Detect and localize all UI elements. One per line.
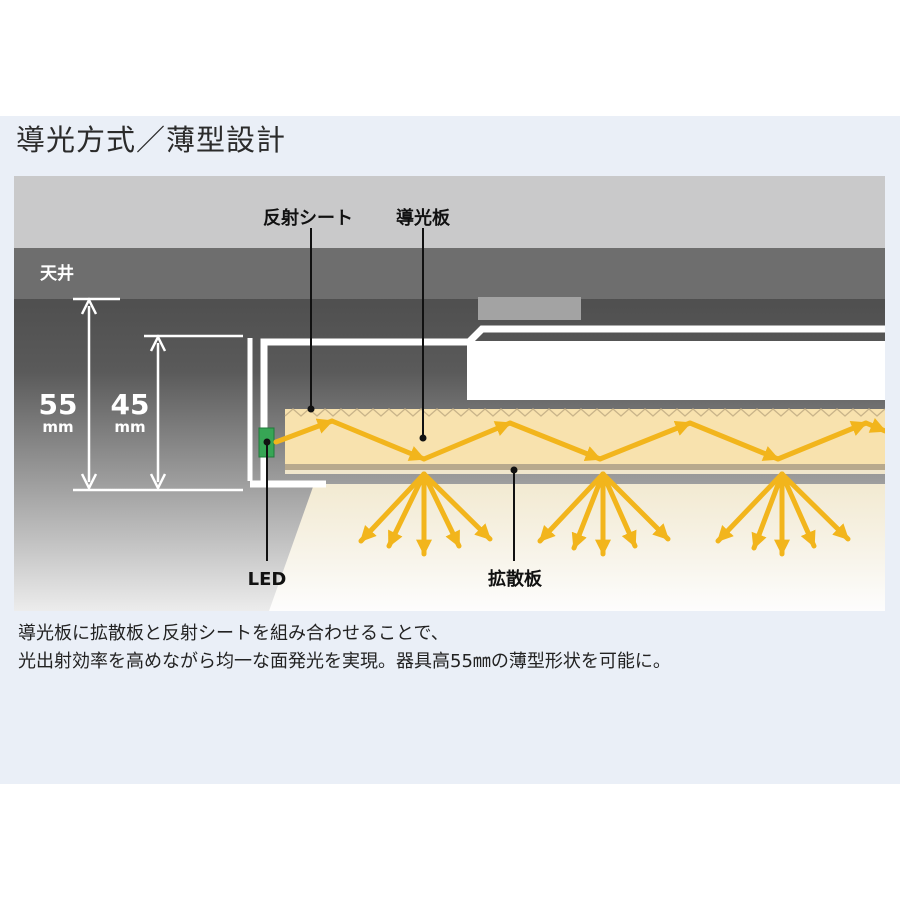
led-label: LED <box>248 569 287 590</box>
light-guide-label: 導光板 <box>396 207 451 229</box>
height-outer-unit: mm <box>42 418 73 436</box>
guide-reflection-arrows <box>273 418 885 462</box>
height-outer-value: 55 <box>39 388 78 421</box>
ceiling-band <box>14 248 885 299</box>
power-unit <box>467 341 885 400</box>
upper-band <box>14 176 885 248</box>
ceiling-label: 天井 <box>40 263 74 284</box>
ceiling-recess <box>478 297 581 320</box>
height-inner-unit: mm <box>114 418 145 436</box>
height-inner-value: 45 <box>111 388 150 421</box>
diffuser-lower-edge <box>285 470 885 474</box>
description-line-1: 導光板に拡散板と反射シートを組み合わせることで、 <box>18 623 449 644</box>
leader-lines <box>266 228 515 561</box>
description-text: 導光板に拡散板と反射シートを組み合わせることで、 光出射効率を高めながら均一な面… <box>18 620 671 676</box>
reflector-sheet-label: 反射シート <box>263 207 353 229</box>
diffuser-plate <box>285 464 885 470</box>
section-heading: 導光方式／薄型設計 <box>16 123 287 157</box>
dimension-guides <box>73 297 243 492</box>
emitted-light-arrows <box>358 471 851 557</box>
description-line-2: 光出射効率を高めながら均一な面発光を実現。器具高55㎜の薄型形状を可能に。 <box>18 651 671 672</box>
diffuser-label: 拡散板 <box>488 568 543 590</box>
light-guide-diagram: 天井 55 mm 45 mm 反射シート 導光板 LED 拡散板 <box>14 176 885 611</box>
leader-dots <box>263 405 518 474</box>
reflector-sheet <box>284 408 885 417</box>
